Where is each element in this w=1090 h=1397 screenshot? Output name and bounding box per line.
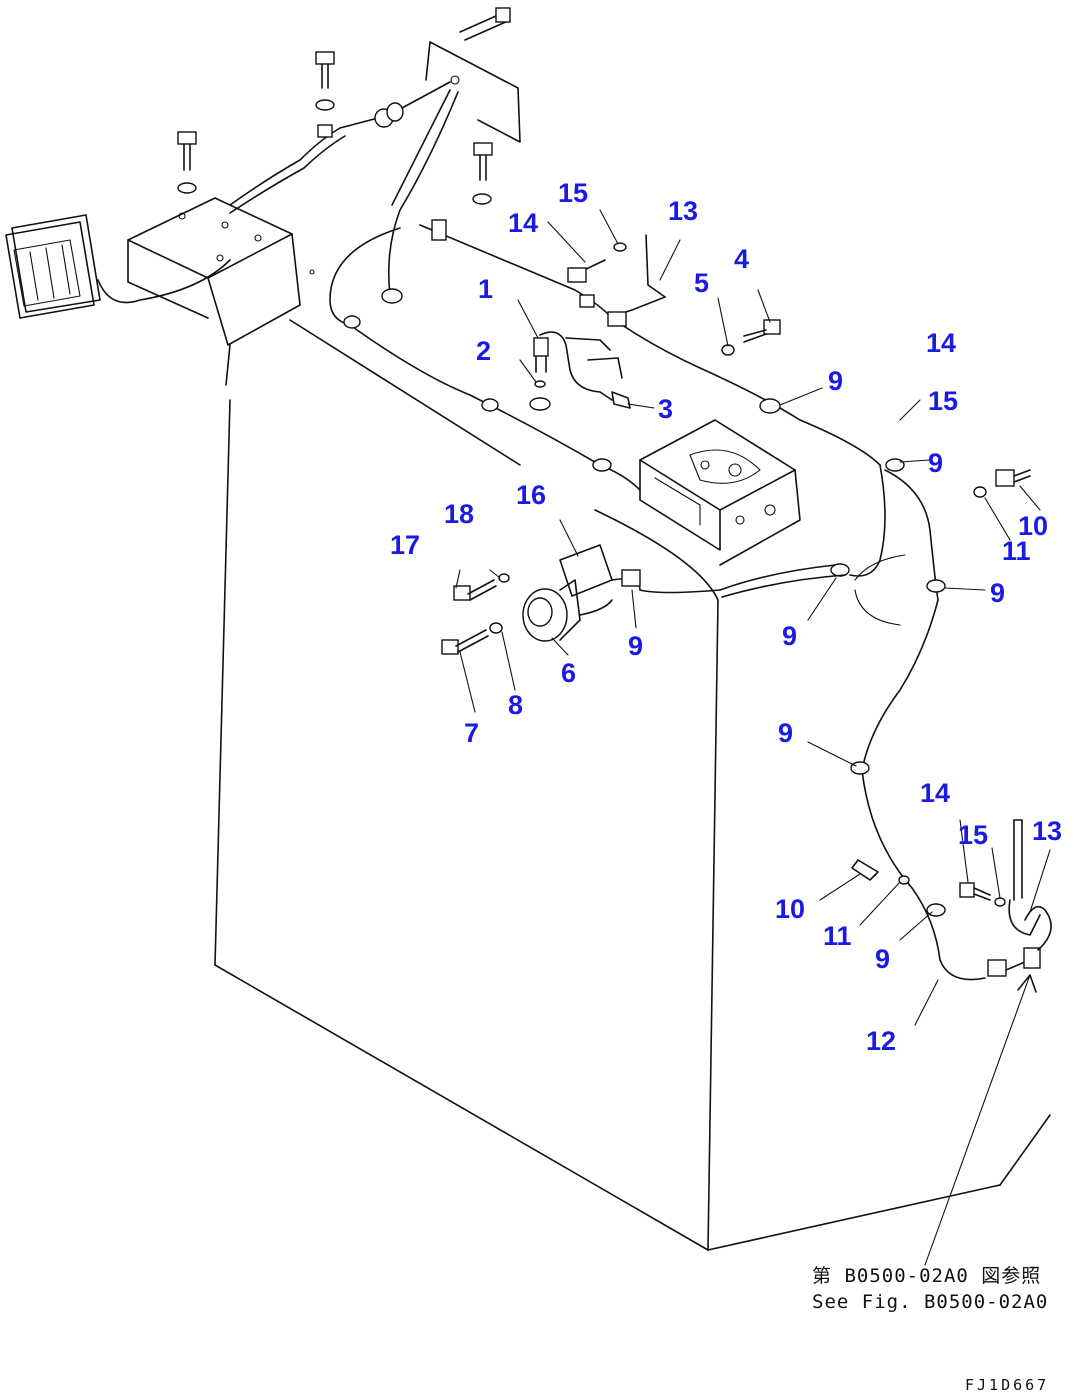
horn-assembly xyxy=(441,544,721,655)
right-harness xyxy=(719,458,1052,981)
callout-5: 5 xyxy=(694,268,709,298)
work-lamp xyxy=(5,214,231,319)
callout-9-bottom: 9 xyxy=(875,944,890,974)
mounting-plate xyxy=(425,7,521,143)
callout-14-upper: 14 xyxy=(508,208,538,238)
callout-7: 7 xyxy=(464,718,479,748)
callout-6: 6 xyxy=(561,658,576,688)
reference-note: 第 B0500-02A0 図参照 See Fig. B0500-02A0 xyxy=(812,1265,1048,1313)
bolt-washer-4-5 xyxy=(721,319,781,356)
leader-lines xyxy=(455,209,1051,1266)
lamp-bolts xyxy=(177,51,493,205)
callout-15-upper: 15 xyxy=(558,178,588,208)
roof-harness xyxy=(329,89,881,491)
callout-15-right: 15 xyxy=(928,386,958,416)
lamp-bracket xyxy=(127,197,315,346)
reference-note-japanese: 第 B0500-02A0 図参照 xyxy=(812,1265,1041,1287)
bracket-clip-assembly xyxy=(529,331,631,411)
callout-14-right: 14 xyxy=(926,328,956,358)
callout-11-right: 11 xyxy=(1002,536,1031,566)
callout-9-right-mid: 9 xyxy=(990,578,1005,608)
callout-11-lower: 11 xyxy=(823,921,852,951)
figure-code: FJ1D667 xyxy=(965,1376,1049,1394)
callout-13-upper: 13 xyxy=(668,196,698,226)
callout-14-lower: 14 xyxy=(920,778,950,808)
lower-bracket xyxy=(851,469,1041,936)
lamp-harness xyxy=(229,81,451,214)
callout-1: 1 xyxy=(478,274,493,304)
callout-labels: 1 2 3 4 5 6 7 8 9 9 9 9 9 9 9 10 10 11 1… xyxy=(390,178,1062,1056)
callout-8: 8 xyxy=(508,690,523,720)
callout-16: 16 xyxy=(516,480,546,510)
callout-9-right-top: 9 xyxy=(928,448,943,478)
callout-9-horn: 9 xyxy=(628,631,643,661)
callout-4: 4 xyxy=(734,244,749,274)
callout-12: 12 xyxy=(866,1026,896,1056)
callout-10-lower: 10 xyxy=(775,894,805,924)
upper-harness-bracket xyxy=(567,234,666,327)
reference-note-english: See Fig. B0500-02A0 xyxy=(812,1291,1048,1313)
callout-2: 2 xyxy=(476,336,491,366)
callout-15-lower: 15 xyxy=(958,820,988,850)
callout-3: 3 xyxy=(658,394,673,424)
callout-9-center: 9 xyxy=(782,621,797,651)
callout-13-lower: 13 xyxy=(1032,816,1062,846)
callout-10-right: 10 xyxy=(1018,511,1048,541)
callout-17: 17 xyxy=(390,530,420,560)
callout-9-upper: 9 xyxy=(828,366,843,396)
controller-box xyxy=(639,419,801,566)
cab-body-outline xyxy=(214,319,1051,1251)
callout-18: 18 xyxy=(444,499,474,529)
callout-9-lower: 9 xyxy=(778,718,793,748)
